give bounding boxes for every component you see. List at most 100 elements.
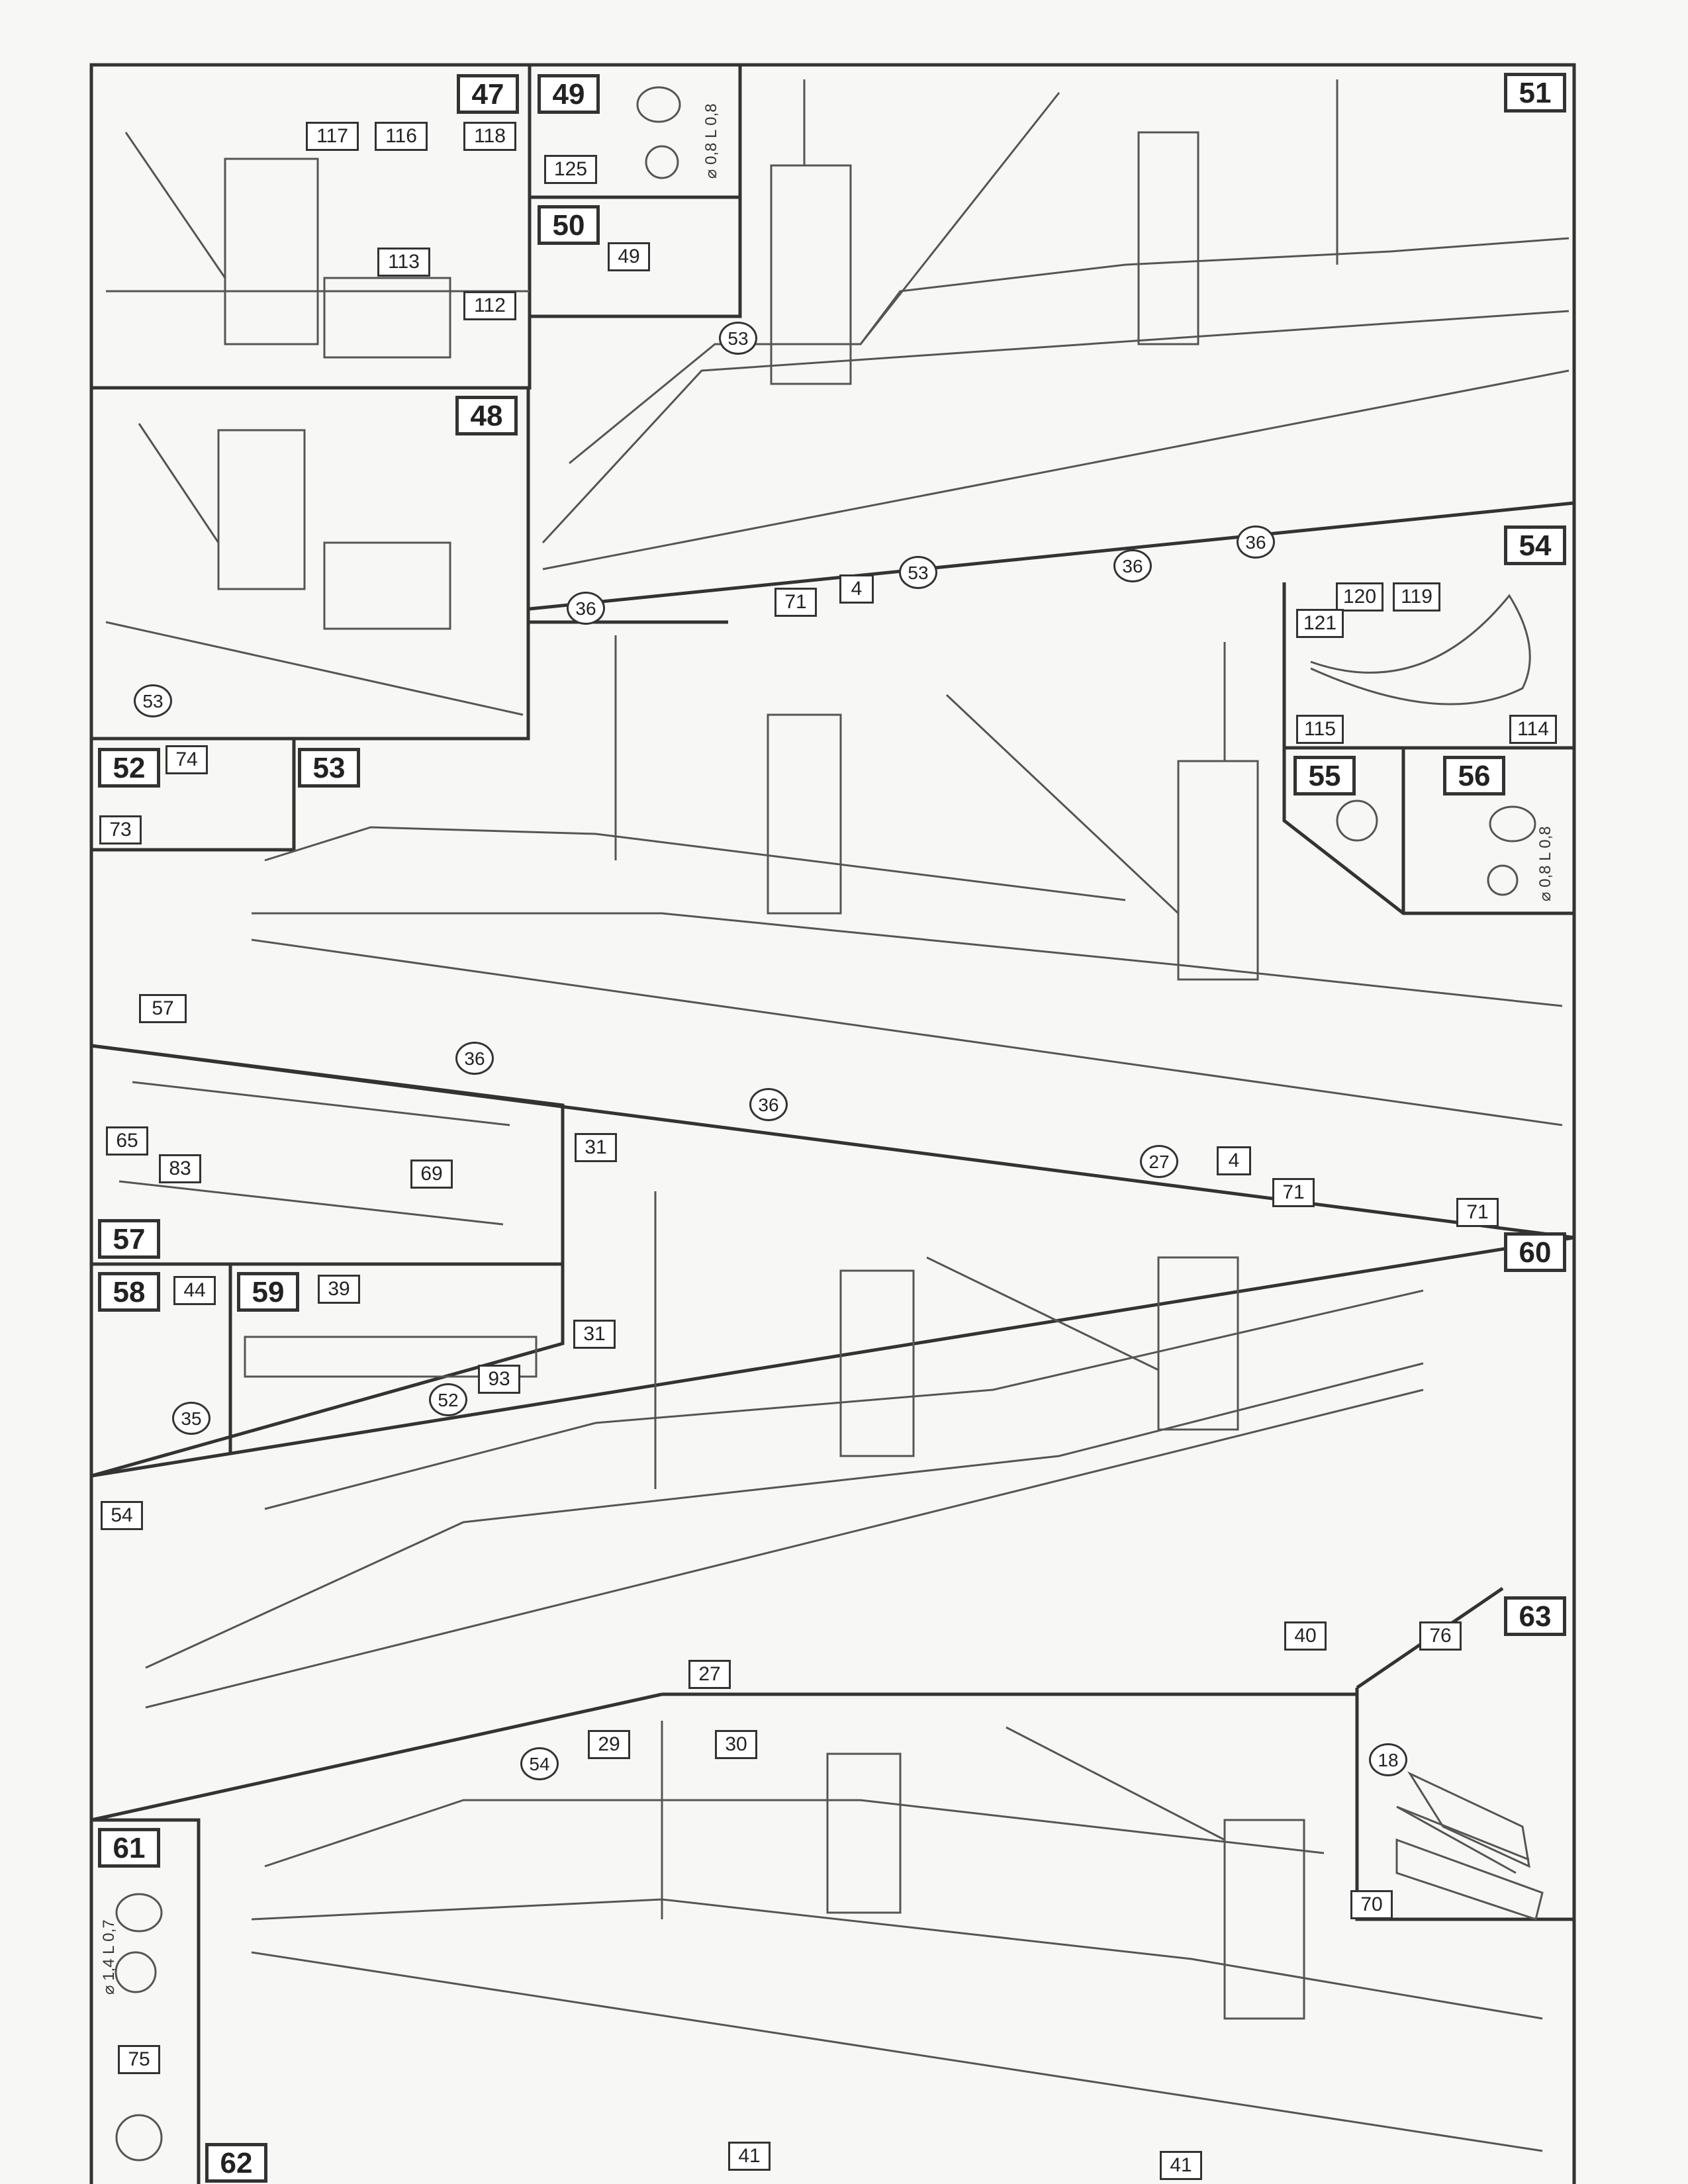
part-75-reel (115, 1951, 157, 1993)
part-71-label-b: 71 (1272, 1178, 1315, 1207)
ship-outline-53 (251, 826, 1563, 1126)
dimension-note-56: ⌀ 0,8 L 0,8 (1536, 826, 1554, 901)
callout-53-c: 53 (134, 684, 172, 717)
part-71-label-c: 71 (1456, 1198, 1499, 1227)
part-31-label-a: 31 (575, 1133, 617, 1162)
callout-36-d: 36 (455, 1042, 494, 1075)
box-52 (89, 737, 296, 852)
ship-outline-62 (251, 1799, 1543, 2152)
callout-53-a: 53 (719, 322, 757, 355)
part-49-label: 49 (608, 242, 650, 271)
step-58: 58 (98, 1272, 160, 1312)
part-69-label: 69 (410, 1160, 453, 1189)
part-116-label: 116 (375, 122, 428, 151)
part-76-label: 76 (1419, 1621, 1462, 1651)
callout-18: 18 (1369, 1743, 1407, 1776)
step-47: 47 (457, 74, 519, 114)
callout-52: 52 (429, 1383, 467, 1416)
step-55: 55 (1293, 756, 1356, 796)
box-50 (528, 195, 742, 318)
part-57-label: 57 (139, 994, 187, 1023)
part-30-label: 30 (715, 1730, 757, 1759)
callout-36-b: 36 (1113, 549, 1152, 582)
part-61-drum (115, 1893, 163, 1933)
callout-53-b: 53 (899, 556, 937, 589)
turret-47 (323, 277, 451, 359)
part-56-drum (1489, 805, 1536, 842)
tower-62 (1223, 1819, 1305, 2020)
step-48: 48 (455, 396, 518, 435)
callout-54: 54 (520, 1747, 559, 1780)
part-27-label: 27 (688, 1660, 731, 1689)
part-31-label-b: 31 (573, 1320, 616, 1349)
step-53: 53 (298, 748, 360, 788)
part-54-label: 54 (101, 1501, 143, 1530)
tower-47 (224, 158, 319, 345)
ship-outline-51 (541, 237, 1570, 570)
funnel-60 (839, 1269, 915, 1457)
turret-48 (323, 541, 451, 630)
part-70-label: 70 (1350, 1890, 1393, 1919)
part-112-label: 112 (463, 291, 516, 320)
tower-60 (1157, 1256, 1239, 1431)
funnel-53 (767, 713, 842, 915)
step-62: 62 (205, 2143, 267, 2183)
part-4-label-a: 4 (839, 574, 874, 604)
dimension-note-61: ⌀ 1,4 L 0,7 (100, 1919, 118, 1995)
part-62-reel (115, 2114, 163, 2161)
step-57: 57 (98, 1219, 160, 1259)
part-114-label: 114 (1509, 715, 1557, 744)
callout-36-c: 36 (1237, 525, 1275, 559)
part-41-label-b: 41 (1160, 2151, 1202, 2180)
part-119-label: 119 (1393, 582, 1440, 612)
tower-53 (1177, 760, 1259, 981)
part-40-label: 40 (1284, 1621, 1327, 1651)
ladder-59 (244, 1336, 538, 1378)
part-75-label: 75 (118, 2045, 160, 2074)
part-29-label: 29 (588, 1730, 630, 1759)
part-115-label: 115 (1296, 715, 1344, 744)
funnel-51 (1137, 131, 1199, 345)
step-51: 51 (1504, 73, 1566, 113)
part-125-label: 125 (544, 155, 597, 184)
box-58-59 (91, 1262, 565, 1478)
callout-35: 35 (172, 1402, 211, 1435)
tower-51 (770, 164, 852, 385)
part-73-label: 73 (99, 815, 142, 844)
part-4-label-b: 4 (1217, 1146, 1251, 1175)
part-121-label: 121 (1296, 609, 1344, 638)
step-56: 56 (1443, 756, 1505, 796)
callout-36-e: 36 (749, 1088, 788, 1121)
step-49: 49 (538, 74, 600, 114)
part-41-label-a: 41 (728, 2142, 771, 2171)
tower-48 (217, 429, 306, 590)
outer-frame (89, 63, 1576, 2184)
part-125-reel (645, 145, 679, 179)
box-61 (91, 1818, 201, 2184)
callout-27: 27 (1140, 1145, 1178, 1178)
step-63: 63 (1504, 1596, 1566, 1636)
part-117-label: 117 (306, 122, 359, 151)
step-52: 52 (98, 748, 160, 788)
part-120-label: 120 (1336, 582, 1383, 612)
part-113-label: 113 (377, 248, 430, 277)
callout-36-a: 36 (567, 592, 605, 625)
step-50: 50 (538, 205, 600, 245)
part-71-label-a: 71 (774, 588, 817, 617)
part-44-label: 44 (173, 1276, 216, 1305)
part-74-label: 74 (165, 745, 208, 774)
step-59: 59 (237, 1272, 299, 1312)
part-65-label: 65 (106, 1126, 148, 1156)
box-63 (1355, 1688, 1574, 1921)
part-49-drum (636, 86, 681, 123)
part-63-lower (1395, 1838, 1544, 1921)
part-55-reel (1336, 799, 1378, 842)
dimension-note-49: ⌀ 0,8 L 0,8 (702, 103, 720, 179)
funnel-62 (826, 1752, 902, 1914)
step-61: 61 (98, 1828, 160, 1868)
part-118-label: 118 (463, 122, 516, 151)
box-48 (89, 386, 530, 741)
part-39-label: 39 (318, 1275, 360, 1304)
